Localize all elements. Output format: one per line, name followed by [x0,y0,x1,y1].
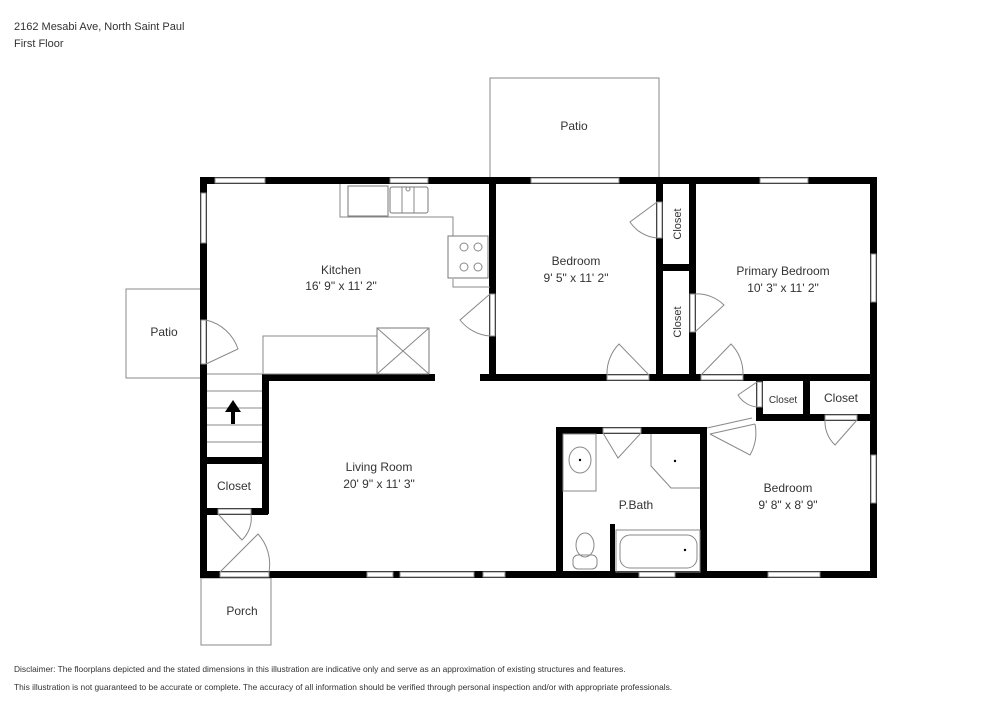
doors [200,201,858,578]
primary-bedroom-label: Primary Bedroom [736,264,829,278]
shower-icon [650,434,700,489]
bath-label: P.Bath [619,498,653,512]
bedroom-1-label: Bedroom [552,254,601,268]
disclaimer-line-2: This illustration is not guaranteed to b… [14,682,673,692]
closet-hall-1-label: Closet [769,395,798,406]
primary-bedroom-dims: 10' 3" x 11' 2" [747,281,819,295]
bath-sink-icon [568,446,592,474]
closet-entry-label: Closet [217,479,252,493]
stove-icon [447,235,489,279]
living-room-dims: 20' 9" x 11' 3" [343,477,415,491]
address-title: 2162 Mesabi Ave, North Saint Paul [14,21,185,33]
porch-label: Porch [226,604,257,618]
windows [200,177,877,578]
bedroom-1-dims: 9' 5" x 11' 2" [544,271,609,285]
bathtub-icon [619,534,698,569]
closet-mid-label: Closet [672,306,684,337]
walls [200,177,877,578]
closet-top-label: Closet [672,208,684,239]
patio-left-label: Patio [150,325,178,339]
bedroom-2-dims: 9' 8" x 8' 9" [758,498,817,512]
toilet-icon [575,532,595,558]
bedroom-2-label: Bedroom [764,481,813,495]
patio-top-label: Patio [560,119,588,133]
kitchen-dims: 16' 9" x 11' 2" [305,279,377,293]
floor-title: First Floor [14,38,64,50]
disclaimer-line-1: Disclaimer: The floorplans depicted and … [14,664,626,674]
kitchen-label: Kitchen [321,263,361,277]
living-room-label: Living Room [346,460,413,474]
closet-hall-2-label: Closet [824,391,859,405]
kitchen-fixtures [262,184,490,375]
stairs [207,373,262,443]
bath-fixtures [562,433,701,573]
refrigerator-icon [347,185,389,217]
arrow-up-icon [225,400,241,424]
